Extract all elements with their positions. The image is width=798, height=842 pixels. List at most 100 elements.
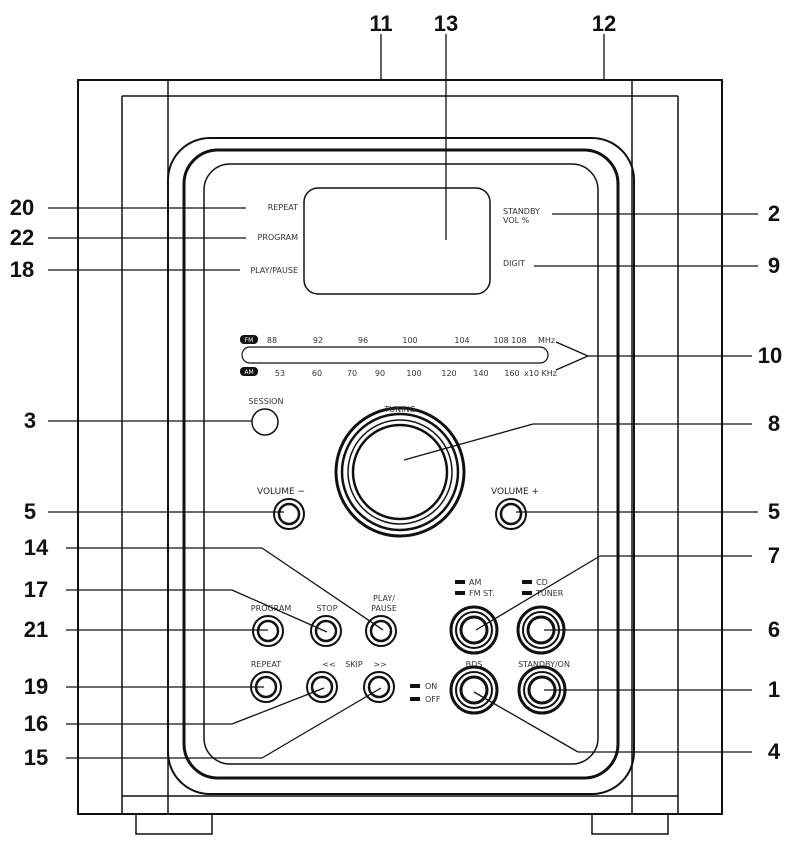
display-label-digit: DIGIT: [503, 259, 525, 268]
play-label: PLAY/: [373, 594, 395, 603]
front-panel: [167, 137, 635, 795]
am-tick: 160: [504, 369, 519, 378]
callout-6: 6: [767, 617, 781, 642]
fm-st-indicator: [455, 591, 465, 595]
leader-17-diag: [231, 589, 328, 633]
leader-lines: [48, 34, 758, 759]
display-label-vol: VOL %: [503, 216, 530, 225]
am-tick: 53: [275, 369, 285, 378]
leader-10: [555, 341, 590, 371]
tuning-scale-bar: [241, 346, 549, 364]
skip-label: SKIP: [345, 660, 363, 669]
callout-2: 2: [767, 201, 781, 226]
bds-button[interactable]: [449, 665, 499, 715]
fm-st-label: FM ST.: [469, 589, 495, 598]
play-pause-button[interactable]: [365, 615, 397, 647]
volume-down-button[interactable]: [273, 498, 305, 530]
prev-label: <<: [322, 660, 335, 669]
fm-badge-text: FM: [245, 337, 254, 344]
leader-4-diag: [473, 691, 579, 753]
callout-12: 12: [591, 11, 617, 36]
callout-18: 18: [9, 257, 35, 282]
volume-minus-label: VOLUME −: [257, 487, 305, 497]
display-label-play-pause: PLAY/PAUSE: [250, 266, 298, 275]
next-label: >>: [373, 660, 386, 669]
am-label: AM: [469, 578, 481, 587]
am-indicator: [455, 580, 465, 584]
am-unit: x10 KHz: [524, 369, 557, 378]
leader-16-diag: [231, 687, 325, 725]
callout-17: 17: [23, 577, 49, 602]
callout-1: 1: [767, 677, 781, 702]
callout-9: 9: [767, 253, 781, 278]
fm-tick: 108 108: [493, 336, 526, 345]
display-label-standby: STANDBY: [503, 207, 540, 216]
am-tick: 70: [347, 369, 357, 378]
callout-7: 7: [767, 543, 781, 568]
fm-tick: 92: [313, 336, 323, 345]
off-label: OFF: [425, 695, 441, 704]
callout-3: 3: [23, 408, 37, 433]
tuner-indicator: [522, 591, 532, 595]
bds-on-indicator: [410, 684, 420, 688]
fm-tick: 96: [358, 336, 368, 345]
am-badge: [240, 367, 258, 376]
tuning-knob[interactable]: [334, 406, 466, 538]
program-button[interactable]: [252, 615, 284, 647]
skip-forward-button[interactable]: [363, 671, 395, 703]
callout-8: 8: [767, 411, 781, 436]
fm-tick: 104: [454, 336, 469, 345]
on-label: ON: [425, 682, 437, 691]
callout-5-right: 5: [767, 499, 781, 524]
leader-8-diag: [403, 423, 534, 461]
cabinet: [77, 79, 723, 835]
foot-right: [591, 813, 669, 835]
program-label: PROGRAM: [251, 604, 292, 613]
tuning-label: TUNING: [383, 405, 415, 414]
callout-22: 22: [9, 225, 35, 250]
callout-19: 19: [23, 674, 49, 699]
callout-16: 16: [23, 711, 49, 736]
foot-left: [135, 813, 213, 835]
bds-off-indicator: [410, 697, 420, 701]
session-label: SESSION: [249, 397, 284, 406]
cabinet-outer: [77, 79, 723, 815]
panel-inner-frame: [182, 148, 620, 780]
cd-label: CD: [536, 578, 548, 587]
am-tick: 140: [473, 369, 488, 378]
callout-4: 4: [767, 739, 781, 764]
skip-back-button[interactable]: [306, 671, 338, 703]
leader-14-diag: [261, 547, 384, 631]
panel-face: [203, 163, 599, 765]
callout-5-left: 5: [23, 499, 37, 524]
volume-up-button[interactable]: [495, 498, 527, 530]
display-label-program: PROGRAM: [258, 233, 299, 242]
band-select-button[interactable]: [449, 605, 499, 655]
volume-plus-label: VOLUME +: [491, 487, 539, 497]
leader-15-diag: [261, 687, 382, 759]
callout-14: 14: [23, 535, 49, 560]
session-button[interactable]: [251, 408, 279, 436]
standby-on-label: STANDBY/ON: [518, 660, 570, 669]
callout-10: 10: [757, 343, 783, 368]
fm-unit: MHz: [538, 336, 555, 345]
pause-label: PAUSE: [371, 604, 397, 613]
display-label-repeat: REPEAT: [268, 203, 298, 212]
stop-button[interactable]: [310, 615, 342, 647]
callout-15: 15: [23, 745, 49, 770]
am-tick: 60: [312, 369, 322, 378]
callout-11: 11: [369, 11, 393, 36]
stop-label: STOP: [316, 604, 337, 613]
bds-label: BDS: [466, 660, 483, 669]
display-window: [303, 187, 491, 295]
fm-tick: 100: [402, 336, 417, 345]
callout-20: 20: [9, 195, 35, 220]
repeat-label: REPEAT: [251, 660, 281, 669]
fm-badge: [240, 335, 258, 344]
am-tick: 90: [375, 369, 385, 378]
am-tick: 100: [406, 369, 421, 378]
cd-indicator: [522, 580, 532, 584]
leader-7-diag: [475, 555, 601, 631]
